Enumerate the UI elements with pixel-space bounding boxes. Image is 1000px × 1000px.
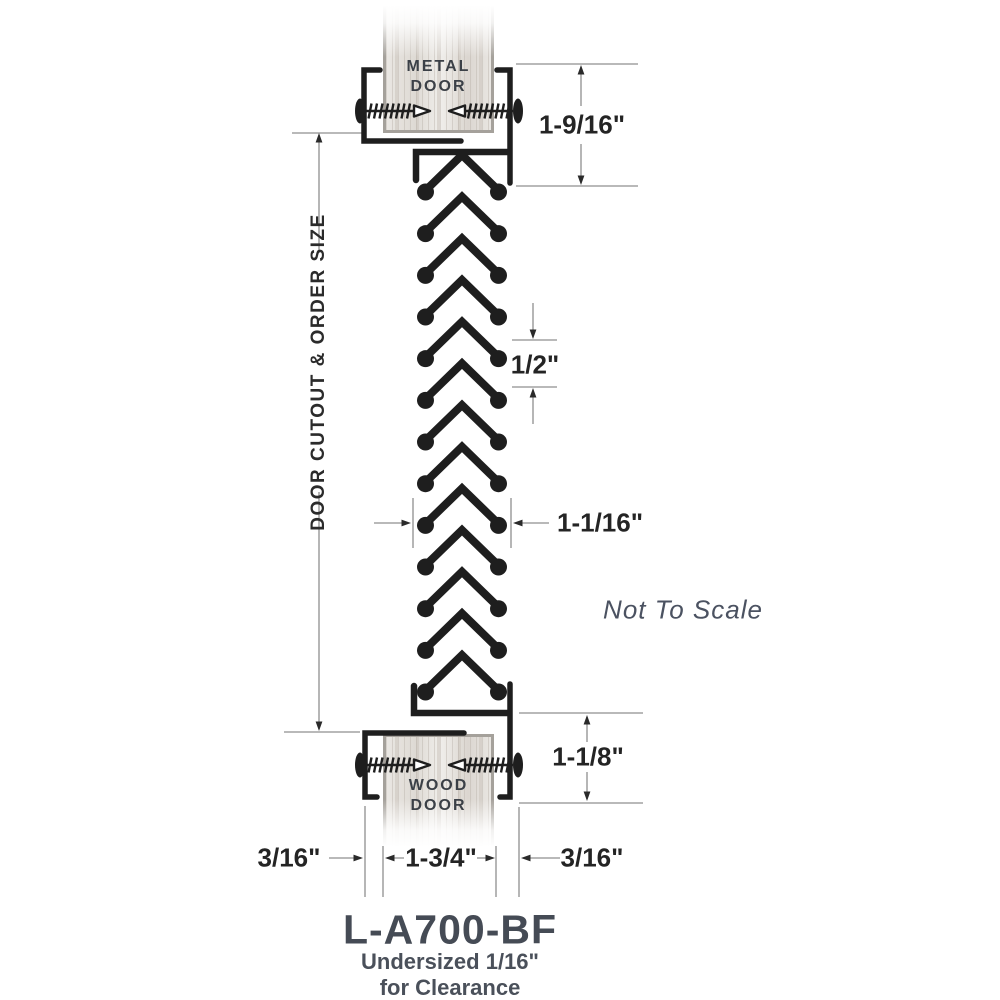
- louver-blade: [417, 399, 507, 451]
- louver-blade: [417, 274, 507, 326]
- louver-frame-top: [412, 148, 512, 184]
- louver-blade: [417, 524, 507, 576]
- dimension-arrowheads: [315, 65, 591, 862]
- top-right-retainer: [494, 67, 513, 186]
- louver-blade: [417, 649, 507, 701]
- louver-blade: [417, 357, 507, 409]
- screw-icon: [355, 98, 432, 124]
- louver-blade: [417, 566, 507, 618]
- mounting-screws: [355, 98, 523, 778]
- screw-icon: [447, 752, 523, 778]
- louver-blade: [417, 149, 507, 201]
- louver-blade: [417, 316, 507, 368]
- bottom-right-retainer: [497, 681, 513, 800]
- louver-blades: [417, 149, 507, 701]
- top-left-retainer: [361, 67, 464, 144]
- louver-blade: [417, 482, 507, 534]
- louver-blade: [417, 441, 507, 493]
- louver-blade: [417, 232, 507, 284]
- louver-blade: [417, 191, 507, 243]
- metal-door-slab: [382, 5, 495, 133]
- screw-icon: [355, 752, 432, 778]
- screw-icon: [447, 98, 523, 124]
- dimension-lines: [284, 63, 643, 897]
- louver-frame-bottom: [410, 682, 512, 717]
- louver-blade: [417, 607, 507, 659]
- louver-frame-channels: [410, 148, 512, 717]
- wood-door-slab: [382, 734, 495, 847]
